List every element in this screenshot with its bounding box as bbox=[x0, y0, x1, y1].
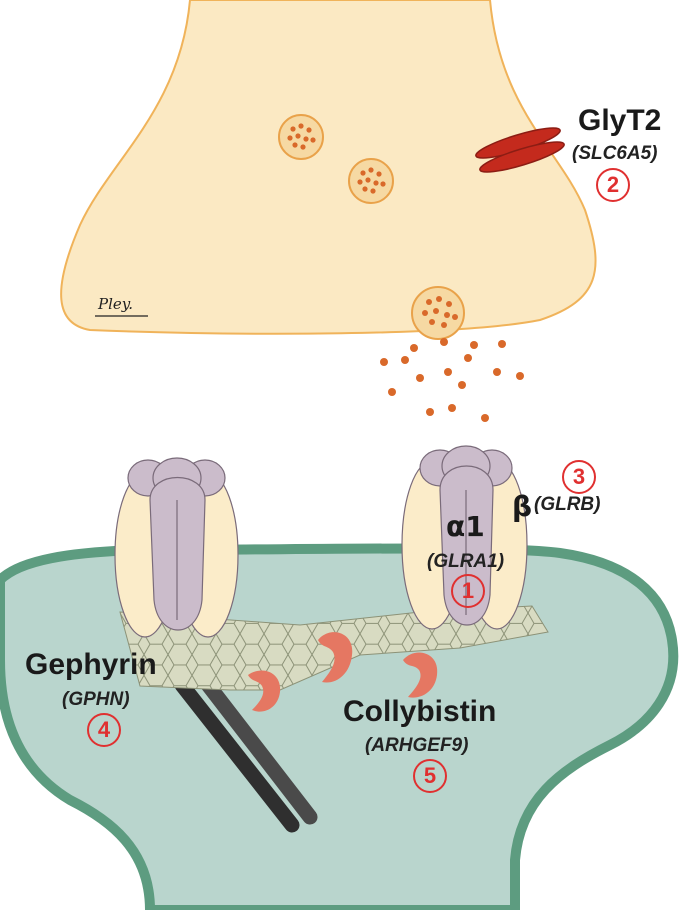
number-badge-3: 3 bbox=[562, 460, 596, 494]
artist-signature: Pley. bbox=[98, 295, 134, 313]
number-badge-5: 5 bbox=[413, 759, 447, 793]
presynaptic-terminal bbox=[60, 0, 597, 335]
alpha1-subunit-label: α1 bbox=[446, 510, 485, 543]
collybistin-molecule bbox=[248, 632, 438, 712]
glyt2-label: GlyT2 bbox=[578, 104, 662, 137]
number-badge-1: 1 bbox=[451, 574, 485, 608]
number-badge-4: 4 bbox=[87, 713, 121, 747]
fusing-vesicle bbox=[411, 286, 465, 340]
collybistin-label: Collybistin bbox=[343, 695, 497, 728]
gephyrin-gene-label: (GPHN) bbox=[62, 689, 130, 710]
glycine-receptor-left bbox=[114, 457, 239, 638]
synaptic-vesicle bbox=[348, 158, 394, 204]
synaptic-vesicle bbox=[278, 114, 324, 160]
number-badge-2: 2 bbox=[596, 168, 630, 202]
glyt2-gene-label: (SLC6A5) bbox=[572, 143, 658, 164]
beta-gene-label: (GLRB) bbox=[534, 494, 601, 515]
glyt2-transporter bbox=[475, 127, 565, 173]
microtubule bbox=[174, 669, 318, 833]
released-glycine bbox=[380, 338, 524, 422]
gephyrin-label: Gephyrin bbox=[25, 648, 157, 681]
alpha1-gene-label: (GLRA1) bbox=[427, 551, 505, 572]
collybistin-gene-label: (ARHGEF9) bbox=[365, 735, 469, 756]
beta-subunit-label: β bbox=[512, 490, 533, 523]
